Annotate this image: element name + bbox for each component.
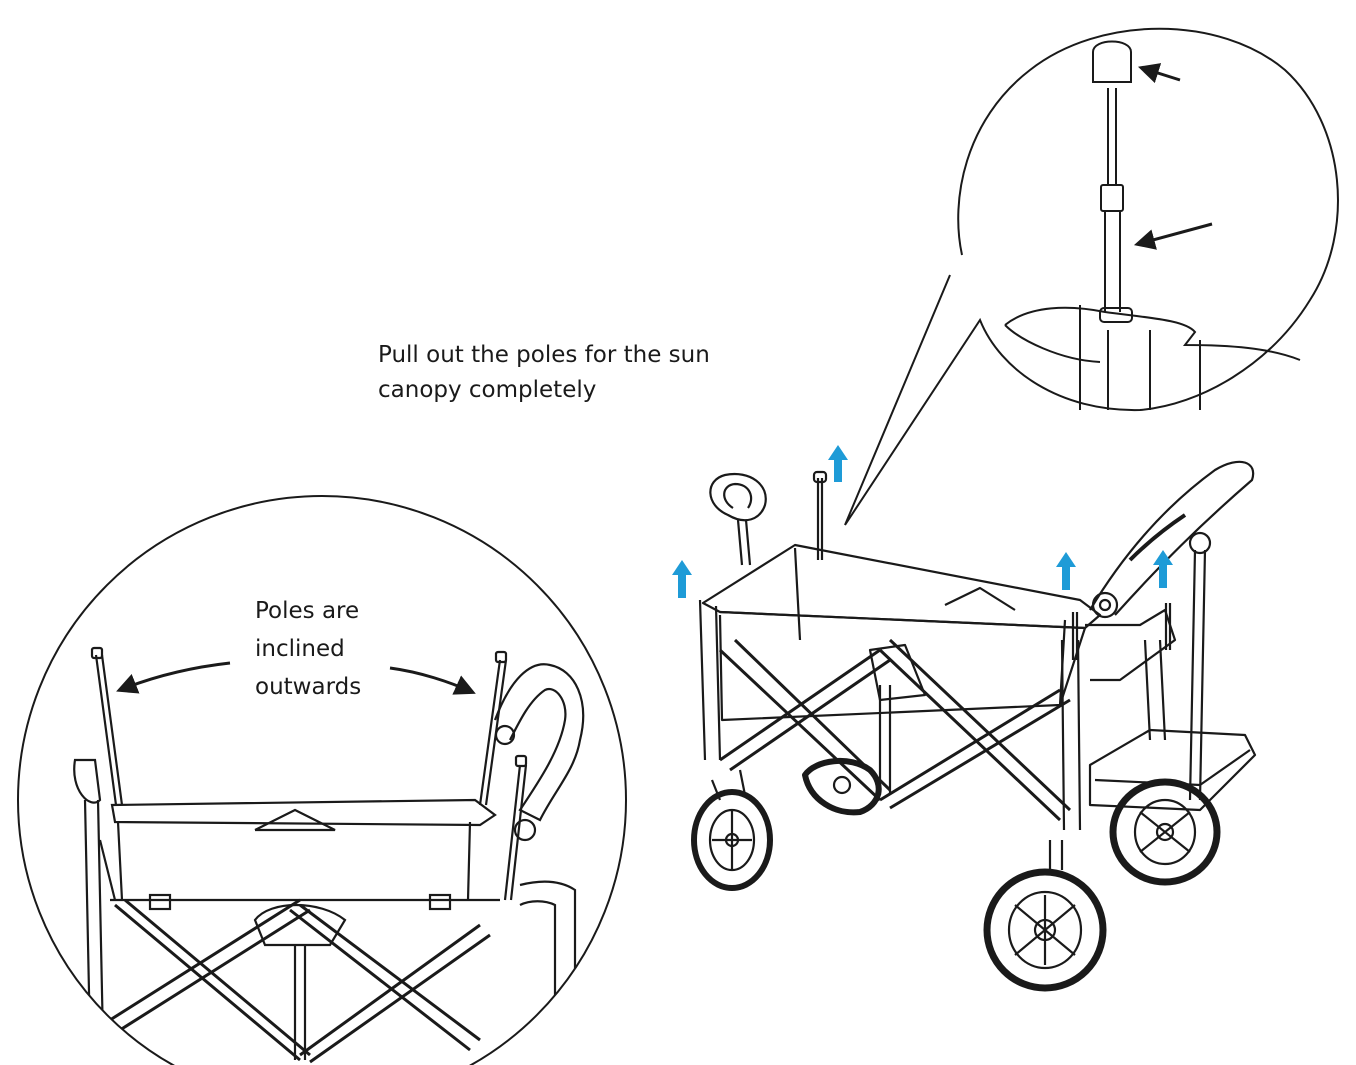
- pointer-arrow-icon: [1137, 63, 1181, 84]
- x-frame: [718, 638, 1072, 822]
- main-instruction-text: Pull out the poles for the sun canopy co…: [378, 338, 758, 408]
- detail-caption-line-2: inclined: [255, 636, 345, 662]
- main-caption-line-1: Pull out the poles for the sun: [378, 342, 710, 368]
- steering-handle: [709, 472, 767, 522]
- curved-arrow-icon: [116, 661, 231, 694]
- main-caption-line-2: canopy completely: [378, 377, 597, 403]
- top-zoom-callout: [844, 27, 1339, 526]
- basket-rim: [701, 543, 1102, 630]
- pull-arrows: [672, 445, 1173, 598]
- wheel: [1109, 778, 1221, 886]
- detail-instruction-text: Poles are inclined outwards: [255, 592, 415, 706]
- wheel: [802, 757, 882, 816]
- left-callout-outline: [17, 495, 627, 1065]
- handle-bar: [1089, 460, 1255, 616]
- pole-sleeve: [1100, 184, 1124, 212]
- pull-up-arrow-icon: [1056, 552, 1076, 590]
- bottom-tray: [1088, 728, 1257, 812]
- wheel: [983, 840, 1107, 992]
- wheel: [691, 769, 773, 891]
- pointer-arrow-icon: [1133, 222, 1213, 250]
- pull-up-arrow-icon: [1153, 550, 1173, 588]
- pull-up-arrow-icon: [828, 445, 848, 482]
- detail-caption-line-3: outwards: [255, 674, 362, 700]
- left-detail-callout: [17, 495, 627, 1065]
- basket-side: [718, 614, 1087, 722]
- pull-up-arrow-icon: [672, 560, 692, 598]
- top-callout-outline: [844, 27, 1339, 526]
- wagon: [691, 460, 1257, 992]
- detail-caption-line-1: Poles are: [255, 598, 360, 624]
- pole-collar: [1004, 306, 1301, 361]
- curved-arrow-icon: [389, 666, 476, 695]
- pole-cap: [1092, 40, 1132, 83]
